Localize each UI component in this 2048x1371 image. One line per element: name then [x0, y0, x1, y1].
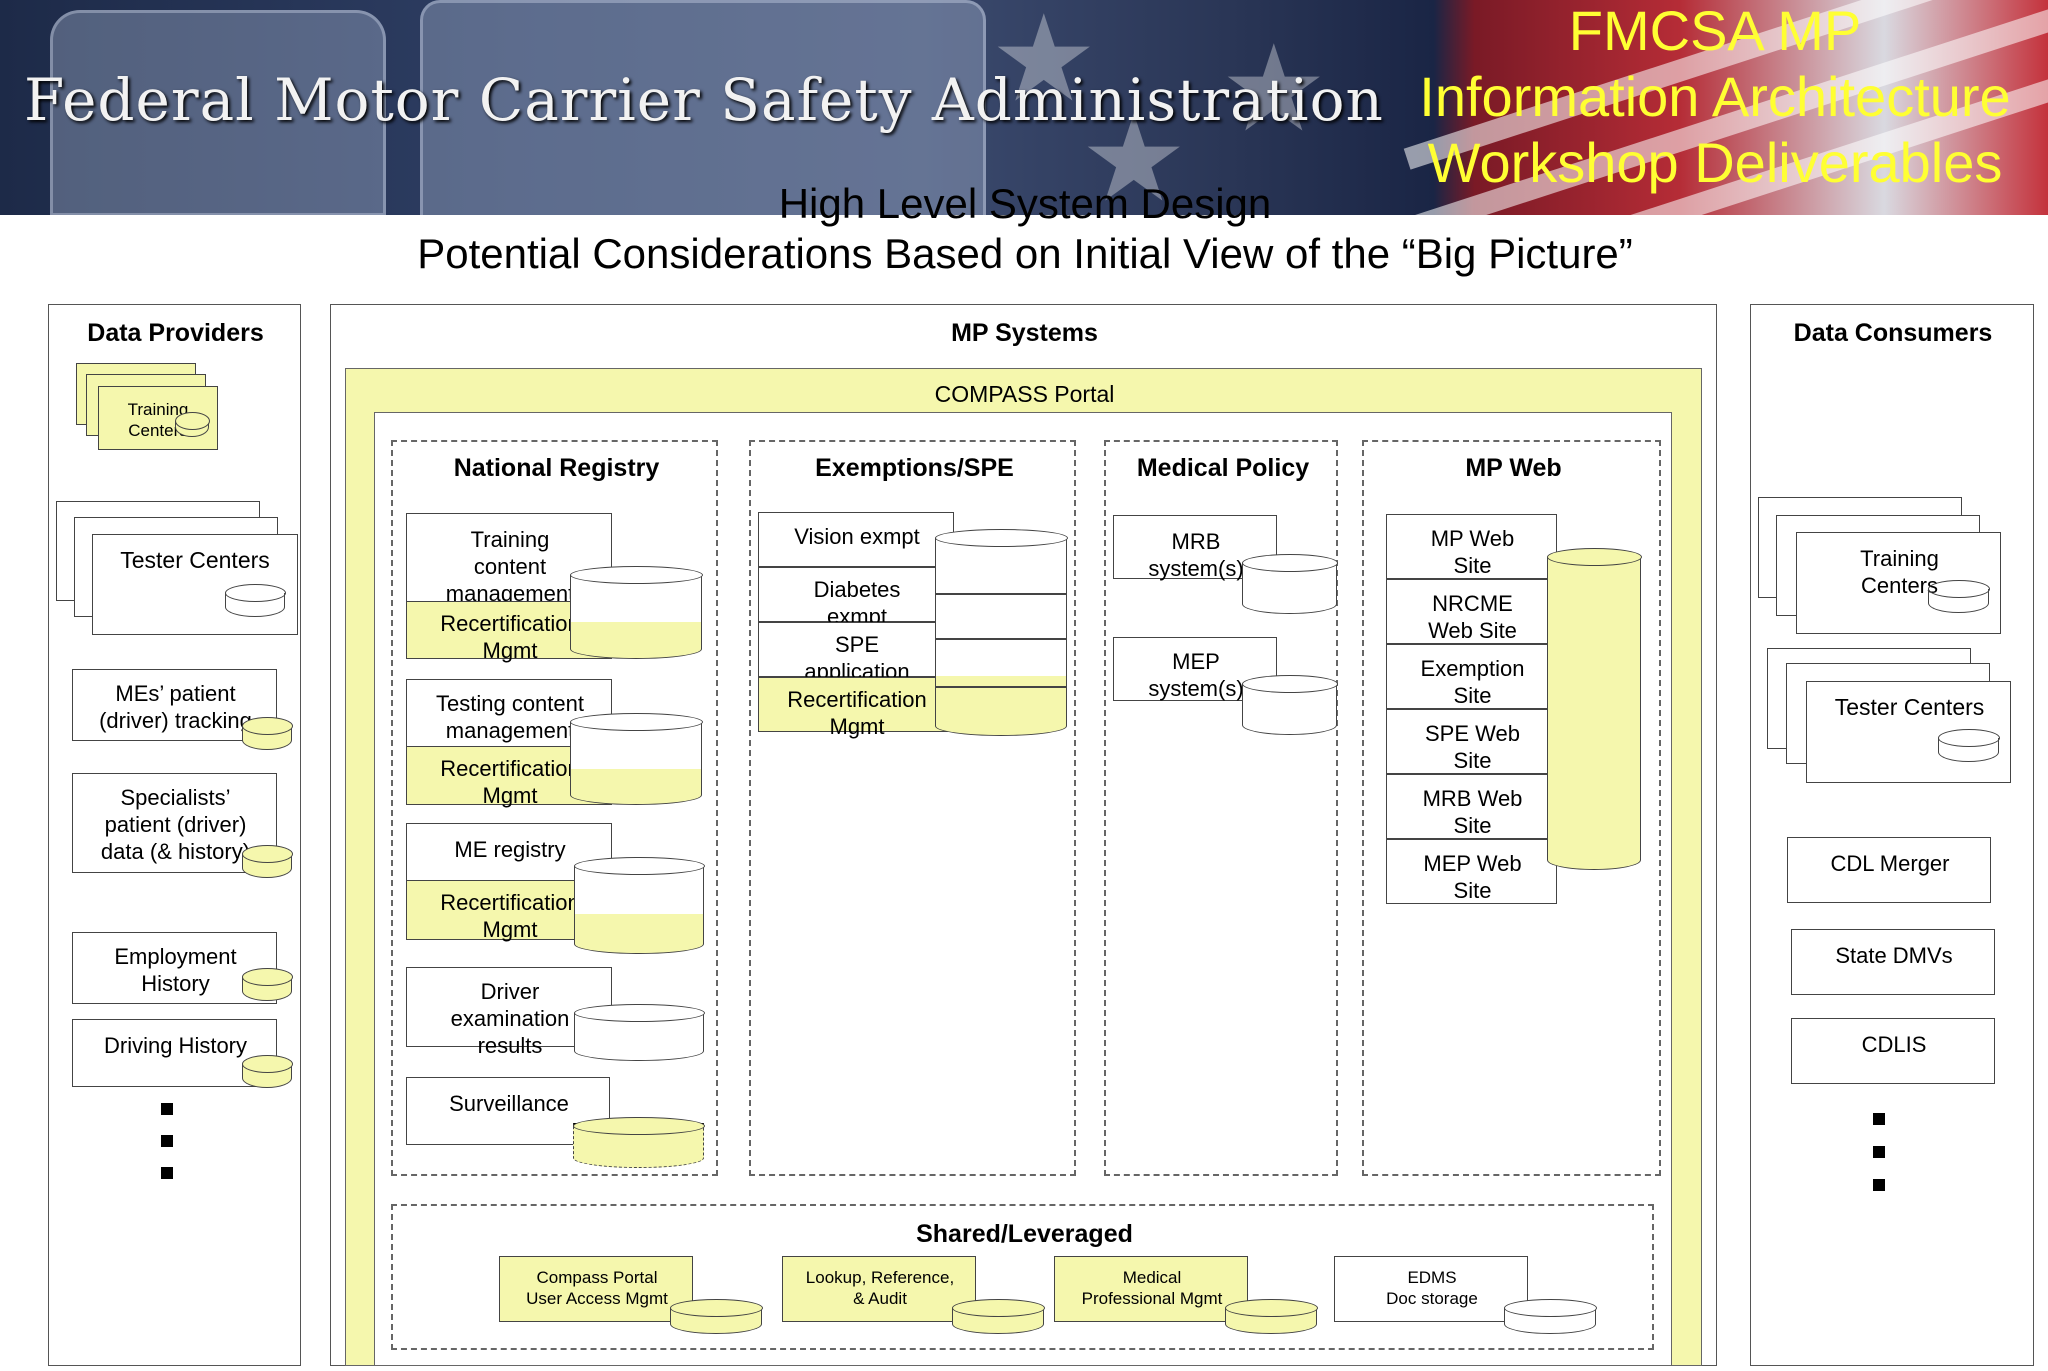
header-banner: ★ ★ ★ Federal Motor Carrier Safety Admin…	[0, 0, 2048, 215]
web-mrb-site: MRB Web Site	[1386, 774, 1557, 839]
database-icon	[1224, 1299, 1318, 1334]
ellipsis-bullet	[1873, 1179, 1885, 1191]
database-icon	[241, 968, 293, 1001]
ellipsis-bullet	[1873, 1113, 1885, 1125]
consumer-cdlis: CDLIS	[1791, 1018, 1995, 1084]
group-header: Exemptions/SPE	[815, 454, 1014, 482]
database-icon	[569, 566, 703, 659]
ellipsis-bullet	[161, 1135, 173, 1147]
web-mp-site: MP Web Site	[1386, 514, 1557, 579]
group-header: National Registry	[453, 454, 660, 482]
database-icon	[951, 1299, 1045, 1334]
group-header: Medical Policy	[1136, 454, 1310, 482]
data-consumers-column: Data Consumers	[1750, 304, 2034, 1366]
portal-label: COMPASS Portal	[934, 381, 1115, 407]
exempt-spe-application: SPE application	[758, 622, 954, 684]
shared-edms-storage: EDMS Doc storage	[1334, 1256, 1528, 1322]
truck-image	[50, 10, 386, 215]
database-icon	[934, 529, 1068, 736]
slide-subtitle: Potential Considerations Based on Initia…	[417, 230, 1633, 277]
slide-title: High Level System Design	[778, 180, 1272, 227]
database-icon	[1927, 580, 1990, 613]
consumer-cdl-merger: CDL Merger	[1787, 837, 1991, 903]
group-header: Shared/Leveraged	[916, 1220, 1133, 1248]
consumer-state-dmvs: State DMVs	[1791, 929, 1995, 995]
database-icon	[241, 1055, 293, 1088]
provider-employment-history: Employment History	[72, 932, 293, 1004]
database-icon	[1241, 675, 1338, 735]
star-icon: ★	[1080, 90, 1188, 215]
star-icon: ★	[1220, 20, 1328, 159]
ellipsis-bullet	[1873, 1146, 1885, 1158]
database-icon	[174, 412, 210, 437]
banner-title-line: Information Architecture	[1419, 65, 2011, 128]
consumer-tester-centers: Tester Centers	[1806, 681, 2011, 783]
provider-specialists-data: Specialists’ patient (driver) data (& hi…	[72, 773, 293, 878]
database-icon	[241, 717, 293, 750]
column-header: MP Systems	[951, 319, 1098, 347]
ellipsis-bullet	[161, 1103, 173, 1115]
shared-lookup-audit: Lookup, Reference, & Audit	[782, 1256, 976, 1322]
provider-me-patient-tracking: MEs’ patient (driver) tracking	[72, 669, 293, 750]
database-icon	[241, 845, 293, 878]
database-icon	[1937, 729, 2000, 762]
database-icon	[224, 584, 286, 617]
web-mep-site: MEP Web Site	[1386, 839, 1557, 904]
provider-driving-history: Driving History	[72, 1019, 293, 1088]
column-header: Data Consumers	[1793, 319, 1993, 347]
exempt-diabetes: Diabetes exmpt	[758, 567, 954, 629]
web-spe-site: SPE Web Site	[1386, 709, 1557, 774]
exempt-recertification: Recertification Mgmt	[758, 677, 954, 739]
consumer-training-centers: Training Centers	[1796, 532, 2001, 634]
star-icon: ★	[990, 0, 1098, 129]
database-icon	[573, 857, 705, 954]
web-nrcme-site: NRCME Web Site	[1386, 579, 1557, 644]
database-icon	[573, 1004, 705, 1061]
group-header: MP Web	[1465, 454, 1562, 482]
database-icon	[1503, 1299, 1597, 1334]
shared-user-access: Compass Portal User Access Mgmt	[499, 1256, 693, 1322]
provider-tester-centers: Tester Centers	[92, 534, 298, 635]
database-icon	[569, 713, 703, 805]
agency-name: Federal Motor Carrier Safety Administrat…	[24, 66, 1384, 134]
database-icon	[1546, 548, 1642, 870]
column-header: Data Providers	[87, 319, 264, 347]
bus-image	[420, 0, 986, 215]
ellipsis-bullet	[161, 1167, 173, 1179]
web-exemption-site: Exemption Site	[1386, 644, 1557, 709]
exempt-vision: Vision exmpt	[758, 512, 954, 567]
database-icon	[1241, 554, 1338, 614]
banner-title-line: Workshop Deliverables	[1427, 131, 2003, 194]
shared-medical-professional: Medical Professional Mgmt	[1054, 1256, 1248, 1322]
banner-title-line: FMCSA MP	[1568, 0, 1862, 62]
database-icon	[572, 1117, 705, 1168]
provider-training-centers: Training Centers	[98, 386, 218, 450]
database-icon	[669, 1299, 763, 1334]
